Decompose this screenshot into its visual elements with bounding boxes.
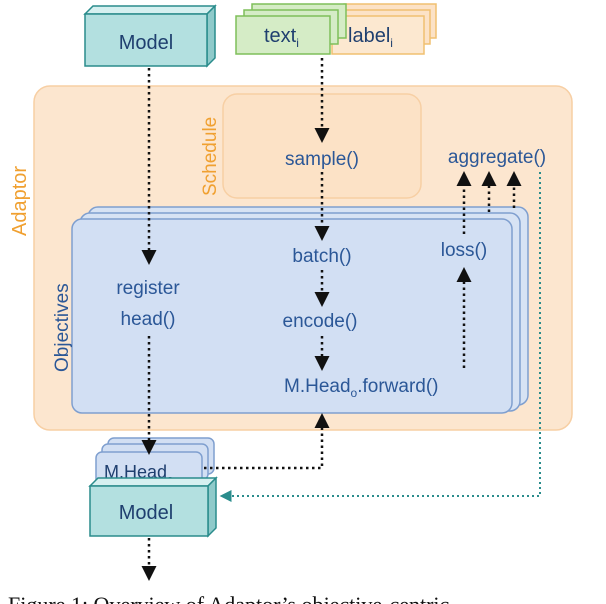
- adaptor-label: Adaptor: [9, 166, 31, 236]
- loss-node: loss(): [441, 240, 487, 261]
- aggregate-node: aggregate(): [448, 147, 546, 168]
- arrow-aggregate-to-model: [219, 172, 541, 502]
- batch-node: batch(): [292, 246, 351, 267]
- bottom-model-box: [88, 476, 218, 538]
- text-input-stack: [235, 3, 347, 55]
- sample-node: sample(): [285, 149, 359, 170]
- top-model-box: [83, 4, 217, 68]
- label-input-label: labeli: [348, 25, 393, 50]
- figure-caption: Figure 1: Overview of Adaptor’s objectiv…: [8, 592, 450, 604]
- mhead-stack: [95, 437, 215, 489]
- schedule-label: Schedule: [200, 117, 221, 196]
- top-model-label: Model: [119, 32, 173, 54]
- encode-node: encode(): [283, 311, 358, 332]
- forward-node: M.Heado.forward(): [284, 376, 439, 400]
- objectives-label: Objectives: [52, 283, 73, 372]
- text-input-label: texti: [264, 25, 299, 50]
- label-input-stack: [331, 3, 437, 55]
- head-node: head(): [121, 309, 176, 330]
- bottom-model-label: Model: [119, 502, 173, 524]
- objectives-stack: [71, 206, 529, 414]
- register-node: register: [116, 278, 180, 299]
- schedule-box: [222, 93, 422, 199]
